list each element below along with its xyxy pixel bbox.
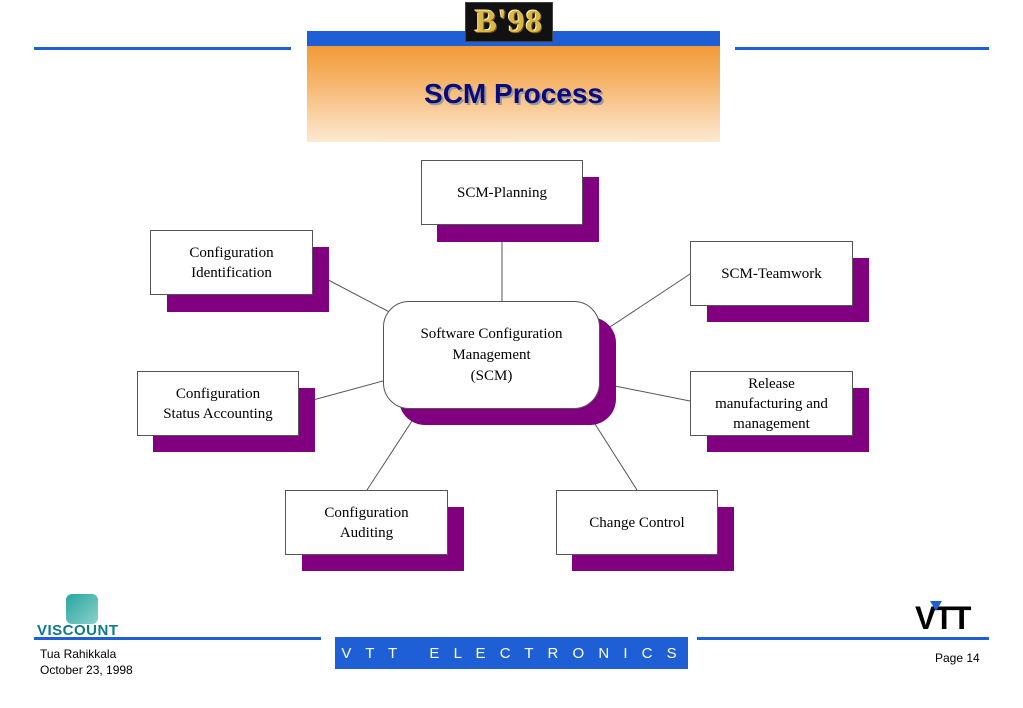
banner-text: V T T E L E C T R O N I C S bbox=[341, 644, 682, 662]
node-auditing-line1: Configuration bbox=[324, 504, 409, 521]
title-panel bbox=[307, 32, 720, 142]
node-teamwork-label: SCM-Teamwork bbox=[721, 265, 822, 282]
center-node-line1: Software Configuration bbox=[420, 325, 563, 342]
node-release-management: Release manufacturing and management bbox=[690, 371, 853, 436]
node-status-line1: Configuration bbox=[175, 385, 261, 402]
node-status-line2: Status Accounting bbox=[163, 405, 273, 422]
node-auditing-line2: Auditing bbox=[339, 524, 394, 541]
footer-rule-left bbox=[34, 637, 321, 640]
center-node-scm: Software Configuration Management (SCM) bbox=[383, 301, 600, 409]
node-release-line1: Release bbox=[748, 375, 795, 392]
node-configuration-identification: Configuration Identification bbox=[150, 230, 313, 295]
b98-logo: B'98 bbox=[465, 2, 553, 42]
node-configuration-status-accounting: Configuration Status Accounting bbox=[137, 371, 299, 436]
center-node-line2: Management bbox=[452, 346, 531, 363]
viscount-logo-icon bbox=[66, 594, 98, 624]
node-change-label: Change Control bbox=[589, 514, 685, 531]
node-release-line3: management bbox=[733, 415, 810, 432]
presentation-date: October 23, 1998 bbox=[40, 663, 133, 677]
node-scm-planning: SCM-Planning bbox=[421, 160, 583, 225]
author-name: Tua Rahikkala bbox=[40, 647, 117, 661]
vtt-logo: VTT bbox=[915, 600, 971, 636]
node-change-control: Change Control bbox=[556, 490, 718, 555]
footer-rule-right bbox=[697, 637, 989, 640]
page-title: SCM Process bbox=[424, 78, 603, 109]
viscount-logo: VISCOUNT bbox=[37, 622, 119, 639]
vtt-electronics-banner: V T T E L E C T R O N I C S bbox=[335, 637, 688, 669]
node-scm-teamwork: SCM-Teamwork bbox=[690, 241, 853, 306]
node-release-line2: manufacturing and bbox=[715, 395, 828, 412]
node-scm-planning-label: SCM-Planning bbox=[456, 184, 547, 201]
node-identification-line1: Configuration bbox=[189, 244, 274, 261]
center-node-line3: (SCM) bbox=[470, 367, 513, 384]
node-configuration-auditing: Configuration Auditing bbox=[285, 490, 448, 555]
page-number: Page 14 bbox=[935, 651, 980, 665]
header-rule-right bbox=[735, 47, 989, 50]
node-identification-line2: Identification bbox=[191, 264, 272, 281]
vtt-logo-mark-icon bbox=[930, 601, 942, 611]
header-rule-left bbox=[34, 47, 291, 50]
